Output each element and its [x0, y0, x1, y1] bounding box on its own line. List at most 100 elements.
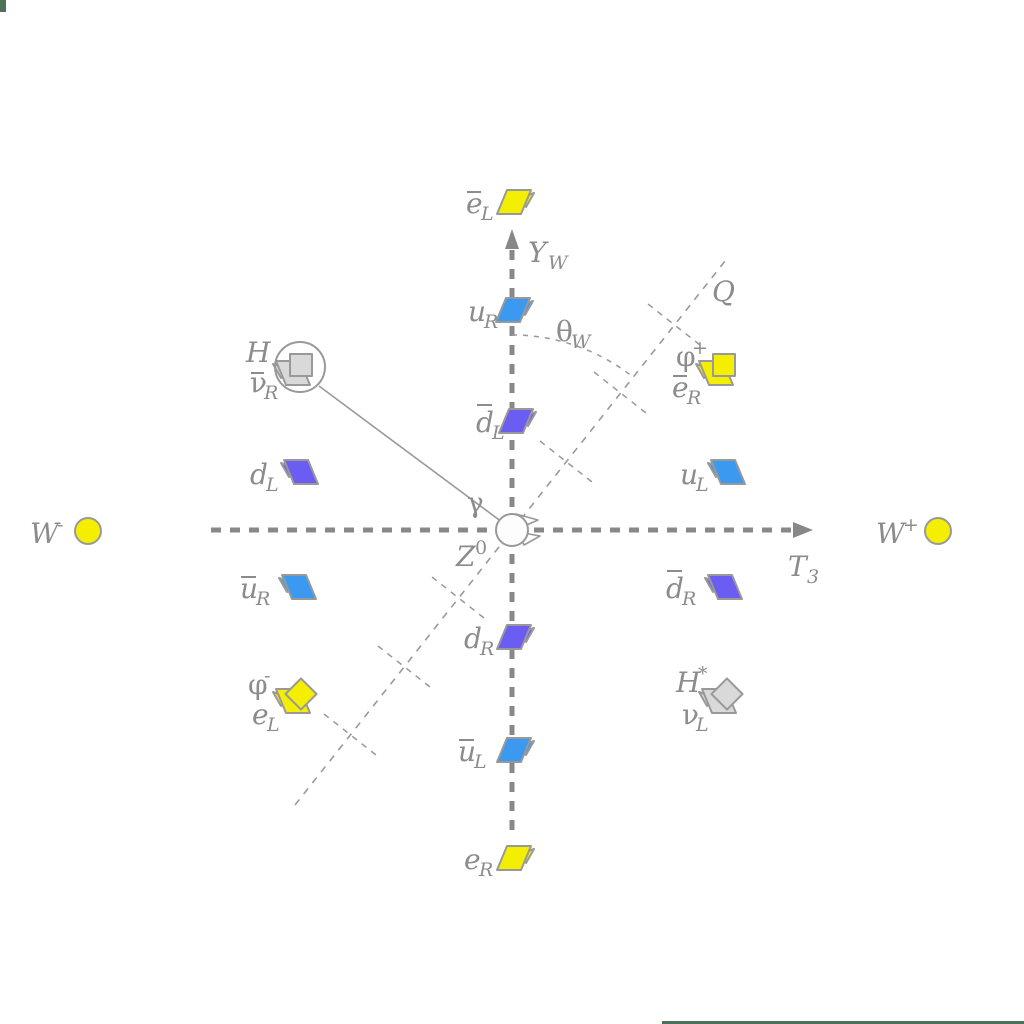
- weinberg-angle-arc: [511, 334, 634, 378]
- svg-text:Z: Z: [455, 540, 476, 573]
- svg-text:*: *: [698, 663, 708, 685]
- svg-text:u: u: [680, 458, 698, 491]
- svg-text:R: R: [483, 311, 498, 333]
- svg-text:u: u: [458, 735, 476, 768]
- svg-text:R: R: [478, 859, 493, 881]
- svg-text:Q: Q: [712, 275, 735, 308]
- w-plus-circle-marker: [924, 517, 952, 545]
- higgs-H-nubar-R-square-marker: [289, 353, 313, 377]
- ubar-L-flagR-marker: [496, 737, 532, 763]
- svg-text:φ: φ: [248, 668, 268, 701]
- svg-text:ν: ν: [682, 698, 699, 731]
- svg-text:Y: Y: [528, 236, 549, 269]
- svg-text:W: W: [548, 252, 569, 274]
- w-minus-label: W-: [30, 514, 63, 550]
- higgs-H-nubar-R-label-1: νR: [250, 366, 278, 404]
- higgs-H-star-nu-L-diamond-marker: [710, 677, 744, 711]
- dbar-R-label: dR: [666, 570, 696, 610]
- svg-text:d: d: [666, 572, 684, 605]
- u-L-label: uL: [680, 458, 709, 496]
- svg-text:R: R: [681, 588, 696, 610]
- svg-text:L: L: [266, 714, 280, 736]
- gamma-z0-circle-marker: [495, 513, 529, 547]
- higgs-phi-plus-ebar-R-square-marker: [712, 353, 736, 377]
- svg-text:θ: θ: [556, 315, 573, 348]
- svg-text:φ: φ: [676, 340, 696, 373]
- d-L-flagL-marker: [283, 459, 319, 485]
- svg-text:u: u: [240, 572, 258, 605]
- svg-text:L: L: [473, 751, 487, 773]
- svg-text:-: -: [264, 665, 270, 687]
- ubar-R-label: uR: [240, 572, 270, 610]
- higgs-phi-plus-ebar-R-label-1: eR: [672, 371, 701, 409]
- dbar-R-flagL-marker: [707, 574, 743, 600]
- q-axis-tick-3: [431, 576, 485, 619]
- ubar-R-flagL-marker: [281, 574, 317, 600]
- e-R-label: eR: [464, 843, 493, 881]
- svg-text:0: 0: [475, 537, 487, 559]
- q-axis-tick-4: [377, 645, 431, 688]
- svg-text:u: u: [468, 295, 486, 328]
- svg-text:d: d: [464, 622, 482, 655]
- svg-text:L: L: [695, 714, 709, 736]
- yw-axis-arrow-icon: [505, 229, 519, 249]
- d-R-flagR-marker: [496, 624, 532, 650]
- svg-text:R: R: [255, 588, 270, 610]
- ebar-L-label: eL: [466, 187, 494, 225]
- svg-text:3: 3: [807, 566, 819, 588]
- svg-text:e: e: [466, 187, 483, 220]
- ebar-L-flagR-marker: [496, 189, 532, 215]
- svg-text:R: R: [263, 382, 278, 404]
- higgs-vev-line: [318, 385, 507, 526]
- svg-text:d: d: [250, 458, 268, 491]
- svg-text:+: +: [903, 514, 919, 536]
- q-axis-label: Q: [712, 275, 735, 308]
- svg-text:L: L: [695, 474, 709, 496]
- ubar-L-label: uL: [458, 735, 487, 773]
- higgs-H-nubar-R-label: H: [245, 336, 271, 369]
- dbar-L-label: dL: [476, 404, 505, 444]
- higgs-H-star-nu-L-label-1: νL: [682, 698, 709, 736]
- svg-text:e: e: [672, 371, 689, 404]
- svg-text:L: L: [480, 203, 494, 225]
- u-L-flagL-marker: [710, 459, 746, 485]
- d-R-label: dR: [464, 622, 494, 660]
- higgs-phi-plus-ebar-R-label: φ+: [676, 337, 708, 373]
- green-corner-mark: [0, 0, 6, 12]
- dbar-L-flagR-marker: [498, 408, 534, 434]
- weinberg-angle-label: θW: [556, 315, 592, 353]
- svg-text:H: H: [245, 336, 271, 369]
- green-bottom-line: [662, 1021, 1024, 1024]
- higgs-H-star-nu-L-label: H*: [675, 663, 708, 699]
- svg-text:R: R: [479, 638, 494, 660]
- svg-text:T: T: [788, 550, 809, 583]
- svg-text:ν: ν: [250, 366, 267, 399]
- d-L-label: dL: [250, 458, 279, 496]
- higgs-phi-minus-e-L-label: φ-: [248, 665, 270, 701]
- svg-text:d: d: [476, 406, 494, 439]
- svg-text:L: L: [491, 422, 505, 444]
- svg-text:e: e: [252, 698, 269, 731]
- gamma-z0-label: γ: [467, 486, 484, 519]
- higgs-H-nubar-R-ring-marker: [274, 341, 326, 393]
- svg-text:-: -: [57, 514, 63, 536]
- svg-text:L: L: [265, 474, 279, 496]
- t3-axis-arrow-icon: [793, 522, 813, 538]
- u-R-label: uR: [468, 295, 498, 333]
- w-minus-circle-marker: [74, 517, 102, 545]
- svg-text:R: R: [686, 387, 701, 409]
- e-R-flagR-marker: [496, 845, 532, 871]
- svg-text:e: e: [464, 843, 481, 876]
- higgs-phi-minus-e-L-diamond-marker: [284, 677, 318, 711]
- u-R-flagR-marker: [495, 297, 531, 323]
- svg-text:W: W: [30, 517, 61, 550]
- svg-text:H: H: [675, 666, 701, 699]
- q-axis: [294, 255, 730, 806]
- svg-text:W: W: [571, 331, 592, 353]
- svg-text:γ: γ: [467, 486, 484, 519]
